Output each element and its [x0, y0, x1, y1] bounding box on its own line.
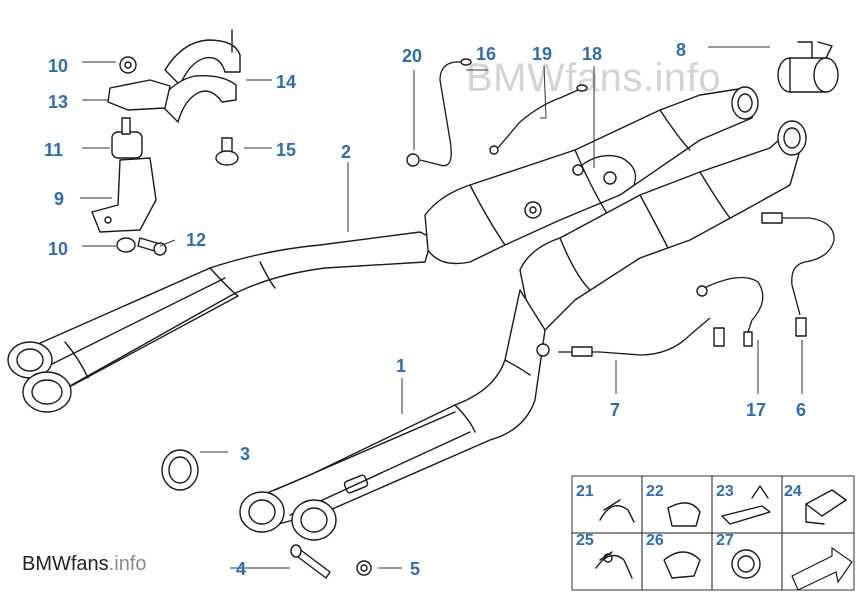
nut-10-bottom[interactable] [116, 237, 136, 253]
callout-1: 1 [396, 356, 406, 376]
callout-12: 12 [186, 230, 206, 250]
inset-callout-27: 27 [716, 532, 734, 549]
inset-callout-24: 24 [784, 483, 802, 500]
sensor-wire-19[interactable] [489, 84, 588, 155]
gasket-ring-3[interactable] [161, 449, 199, 491]
catalytic-converter-lower[interactable] [519, 120, 807, 331]
small-parts-inset: 21 22 23 24 25 26 27 [571, 475, 855, 591]
callout-19: 19 [532, 44, 552, 64]
inset-part-27[interactable] [731, 549, 761, 579]
watermark: BMWfans.info [466, 56, 721, 100]
inset-part-24[interactable] [805, 489, 847, 525]
sensor-wire-17[interactable] [696, 276, 764, 347]
nut-5[interactable] [356, 560, 372, 576]
inset-callout-22: 22 [646, 483, 664, 500]
inset-part-25[interactable] [595, 551, 633, 579]
callout-8: 8 [676, 40, 686, 60]
callout-17: 17 [746, 400, 766, 420]
brand-logo-text: BMWfans.info [22, 553, 147, 576]
inset-arrow-icon [791, 546, 853, 591]
front-pipe-2[interactable] [7, 231, 433, 413]
rubber-mount-11[interactable] [111, 117, 143, 159]
bolt-15[interactable] [215, 137, 239, 166]
inset-part-23[interactable] [721, 485, 771, 525]
inset-callout-25: 25 [576, 532, 594, 549]
callout-7: 7 [610, 400, 620, 420]
brand-strong: BMWfans [22, 553, 109, 575]
oxygen-sensor-7[interactable] [558, 317, 725, 357]
callout-3: 3 [240, 444, 250, 464]
inset-part-21[interactable] [599, 499, 635, 523]
inset-callout-21: 21 [576, 483, 594, 500]
callout-10: 10 [48, 56, 68, 76]
callout-2: 2 [341, 142, 351, 162]
inset-part-26[interactable] [663, 551, 701, 579]
callout-11: 11 [44, 140, 63, 160]
callout-16: 16 [476, 44, 496, 64]
callout-13: 13 [48, 92, 68, 112]
oxygen-sensor-18[interactable] [572, 154, 637, 186]
bolt-4[interactable] [290, 544, 331, 579]
nut-10-top[interactable] [119, 56, 137, 74]
bolt-12[interactable] [137, 237, 167, 256]
callout-6: 6 [796, 400, 806, 420]
callout-18: 18 [582, 44, 602, 64]
brand-light: .info [108, 553, 147, 575]
leader-lines [80, 46, 803, 569]
sensor-wire-20[interactable] [406, 58, 472, 167]
callout-9: 9 [54, 189, 64, 209]
front-pipe-1[interactable] [239, 289, 550, 541]
hanger-bracket-14[interactable] [157, 29, 241, 123]
callout-10-lower: 10 [48, 239, 68, 259]
callout-labels: 10 13 11 9 10 12 14 15 2 20 16 19 18 8 1… [44, 40, 806, 579]
inset-callout-23: 23 [716, 483, 734, 500]
callout-5: 5 [410, 559, 420, 579]
clamp-8[interactable] [777, 41, 839, 93]
callout-20: 20 [402, 46, 422, 66]
oxygen-sensor-6[interactable] [761, 212, 835, 337]
callout-15: 15 [276, 140, 296, 160]
inset-callout-26: 26 [646, 532, 664, 549]
inset-part-22[interactable] [667, 502, 701, 527]
catalytic-converter-upper[interactable] [424, 86, 759, 265]
bracket-13[interactable] [107, 79, 171, 111]
callout-14: 14 [276, 72, 296, 92]
bracket-9[interactable] [91, 157, 157, 233]
callout-4: 4 [236, 559, 246, 579]
